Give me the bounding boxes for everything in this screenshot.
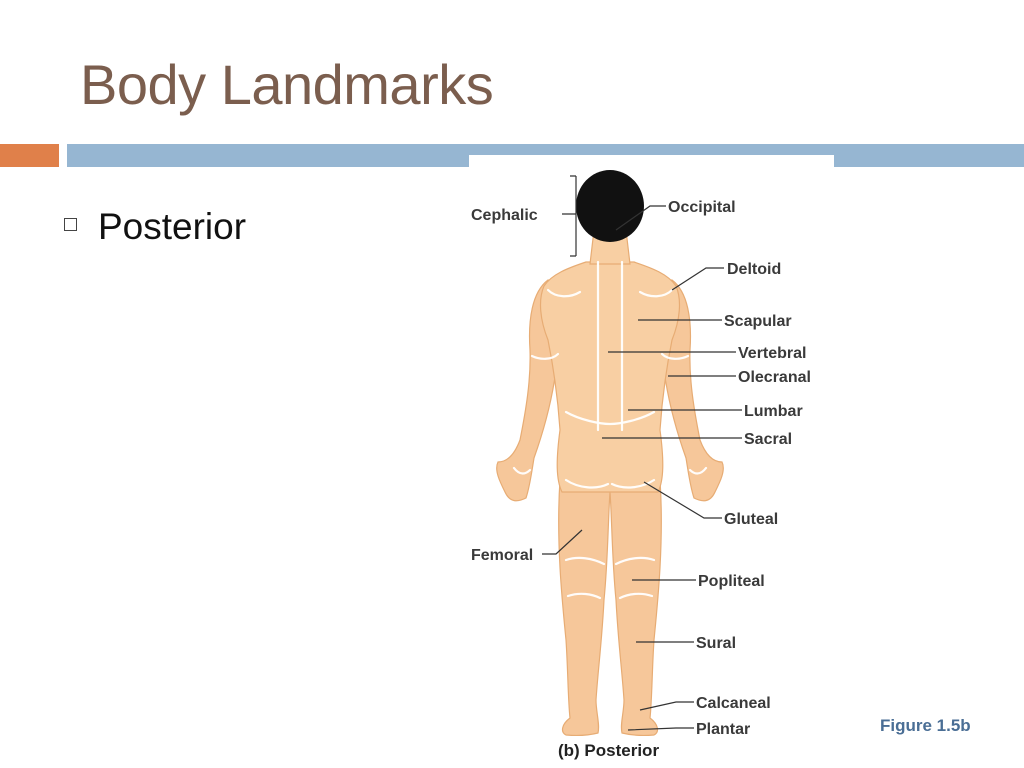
- label-calcaneal: Calcaneal: [696, 695, 771, 712]
- left-leg: [559, 480, 610, 735]
- label-gluteal: Gluteal: [724, 511, 778, 528]
- label-sural: Sural: [696, 635, 736, 652]
- figure-reference: Figure 1.5b: [880, 716, 971, 736]
- right-leg: [610, 480, 661, 735]
- label-olecranal: Olecranal: [738, 369, 811, 386]
- label-femoral: Femoral: [471, 547, 533, 564]
- label-deltoid: Deltoid: [727, 261, 781, 278]
- label-popliteal: Popliteal: [698, 573, 765, 590]
- label-cephalic: Cephalic: [471, 207, 538, 224]
- label-sacral: Sacral: [744, 431, 792, 448]
- label-plantar: Plantar: [696, 721, 750, 738]
- label-occipital: Occipital: [668, 199, 736, 216]
- label-scapular: Scapular: [724, 313, 792, 330]
- head-hair: [576, 170, 644, 242]
- label-lumbar: Lumbar: [744, 403, 803, 420]
- label-vertebral: Vertebral: [738, 345, 806, 362]
- figure-caption: (b) Posterior: [558, 741, 659, 760]
- body-silhouette: [497, 170, 724, 735]
